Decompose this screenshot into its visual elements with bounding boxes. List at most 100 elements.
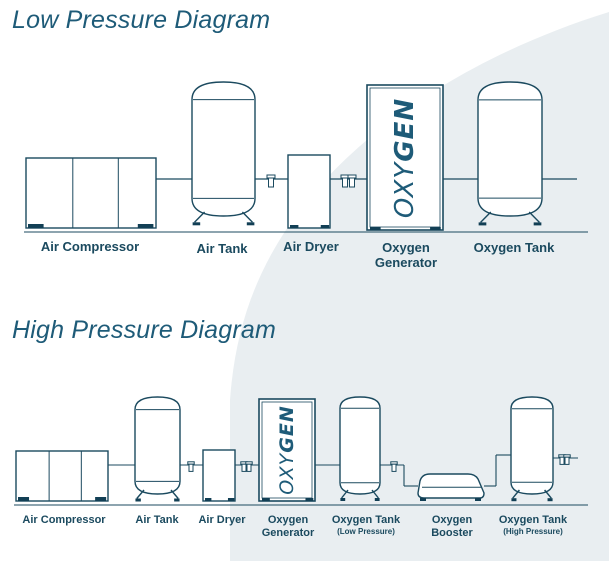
- high-generator-logo: OXYGEN: [259, 399, 315, 501]
- label-line-2: Generator: [261, 526, 315, 539]
- dryer-foot: [205, 498, 212, 501]
- label-sub: (High Pressure): [503, 526, 563, 536]
- filter-bowl: [559, 456, 565, 465]
- low-air-dryer-icon: [287, 154, 331, 229]
- low-label-air-dryer: Air Dryer: [283, 239, 339, 254]
- high-air-tank-icon: [134, 396, 181, 502]
- low-label-air-tank: Air Tank: [196, 241, 248, 256]
- generator-foot: [430, 227, 441, 230]
- low-generator-logo: OXYGEN: [367, 85, 443, 230]
- booster-foot: [420, 498, 426, 501]
- compressor-foot: [18, 497, 30, 501]
- tank-leg: [170, 489, 179, 499]
- filter-bowl: [241, 463, 247, 472]
- compressor-body: [15, 450, 109, 502]
- generator-foot: [305, 498, 314, 501]
- filter-bowl: [564, 456, 570, 465]
- high-label-air-compressor: Air Compressor: [22, 514, 106, 526]
- tank-leg: [528, 211, 540, 223]
- dryer-foot: [290, 225, 299, 228]
- high-label-oxygen-tank-low: Oxygen Tank (Low Pressure): [332, 514, 400, 536]
- logo-prefix: OXY: [276, 452, 298, 495]
- compressor-foot: [28, 224, 44, 228]
- high-air-compressor-icon: [15, 450, 109, 502]
- filter-bowl: [246, 463, 252, 472]
- filter-bowl: [342, 177, 348, 188]
- high-air-dryer-icon: [202, 449, 236, 502]
- tank-body: [191, 81, 256, 217]
- tank-leg: [136, 489, 145, 499]
- tank-foot: [374, 498, 380, 501]
- tank-foot: [192, 222, 201, 226]
- high-label-oxygen-booster: Oxygen Booster: [431, 514, 473, 539]
- label-line-1: Oxygen: [267, 514, 309, 526]
- logo-suffix: GEN: [276, 405, 298, 453]
- label-line-2: Generator: [374, 254, 438, 270]
- high-filter-icon: [245, 461, 253, 472]
- generator-door: [369, 87, 441, 228]
- high-label-air-tank: Air Tank: [135, 514, 179, 526]
- tank-body: [477, 81, 543, 217]
- low-oxygen-tank-icon: [477, 81, 543, 226]
- tank-foot: [478, 222, 487, 226]
- low-label-oxygen-tank: Oxygen Tank: [473, 240, 555, 255]
- tank-foot: [246, 222, 255, 226]
- tank-leg: [544, 489, 552, 499]
- tank-foot: [511, 498, 517, 502]
- low-label-oxygen-generator: Oxygen Generator: [374, 240, 438, 271]
- tank-body: [134, 396, 181, 495]
- tank-body: [510, 396, 554, 495]
- dryer-body: [202, 449, 236, 502]
- label-main: Oxygen Tank: [498, 514, 568, 526]
- tank-foot: [533, 222, 542, 226]
- tank-leg: [341, 489, 349, 499]
- high-oxygen-tank-low-icon: [339, 396, 381, 501]
- low-filter-icon: [266, 174, 276, 188]
- label-line-2: Booster: [431, 526, 473, 539]
- low-air-compressor-icon: [25, 157, 157, 229]
- high-filter-icon: [563, 454, 571, 465]
- tank-leg: [194, 211, 206, 223]
- generator-door: [261, 401, 313, 499]
- label-sub: (Low Pressure): [337, 526, 395, 536]
- compressor-foot: [95, 497, 107, 501]
- logo-prefix: OXY: [390, 161, 420, 218]
- generator-cabinet: [366, 84, 444, 231]
- low-oxygen-generator-icon: [366, 84, 444, 231]
- logo-suffix: GEN: [390, 97, 420, 162]
- tank-leg: [241, 211, 253, 223]
- high-label-oxygen-tank-high: Oxygen Tank (High Pressure): [499, 514, 567, 536]
- high-oxygen-booster-icon: [417, 473, 485, 501]
- high-filter-icon: [390, 461, 398, 472]
- compressor-foot: [137, 224, 154, 228]
- high-filter-icon: [187, 461, 195, 472]
- booster-body: [417, 473, 485, 499]
- tank-foot: [547, 498, 553, 502]
- tank-leg: [480, 211, 492, 223]
- dryer-body: [287, 154, 331, 229]
- low-filter-icon: [347, 174, 357, 188]
- generator-foot: [370, 227, 381, 230]
- compressor-body: [25, 157, 157, 229]
- label-line-1: Oxygen: [382, 240, 430, 255]
- filter-bowl: [268, 177, 274, 188]
- label-line-1: Oxygen: [431, 514, 473, 526]
- generator-foot: [262, 498, 270, 501]
- tank-foot: [135, 498, 141, 502]
- generator-cabinet: [258, 398, 316, 502]
- high-label-air-dryer: Air Dryer: [198, 514, 246, 526]
- tank-foot: [174, 498, 180, 502]
- high-label-oxygen-generator: Oxygen Generator: [262, 514, 315, 539]
- filter-bowl: [349, 177, 355, 188]
- high-oxygen-generator-icon: [258, 398, 316, 502]
- high-pressure-title: High Pressure Diagram: [12, 316, 277, 344]
- tank-body: [339, 396, 381, 495]
- tank-foot: [340, 498, 346, 501]
- high-oxygen-tank-high-icon: [510, 396, 554, 502]
- filter-bowl: [391, 463, 397, 472]
- dryer-foot: [227, 498, 235, 501]
- low-label-air-compressor: Air Compressor: [40, 239, 140, 254]
- low-pressure-title: Low Pressure Diagram: [12, 6, 271, 34]
